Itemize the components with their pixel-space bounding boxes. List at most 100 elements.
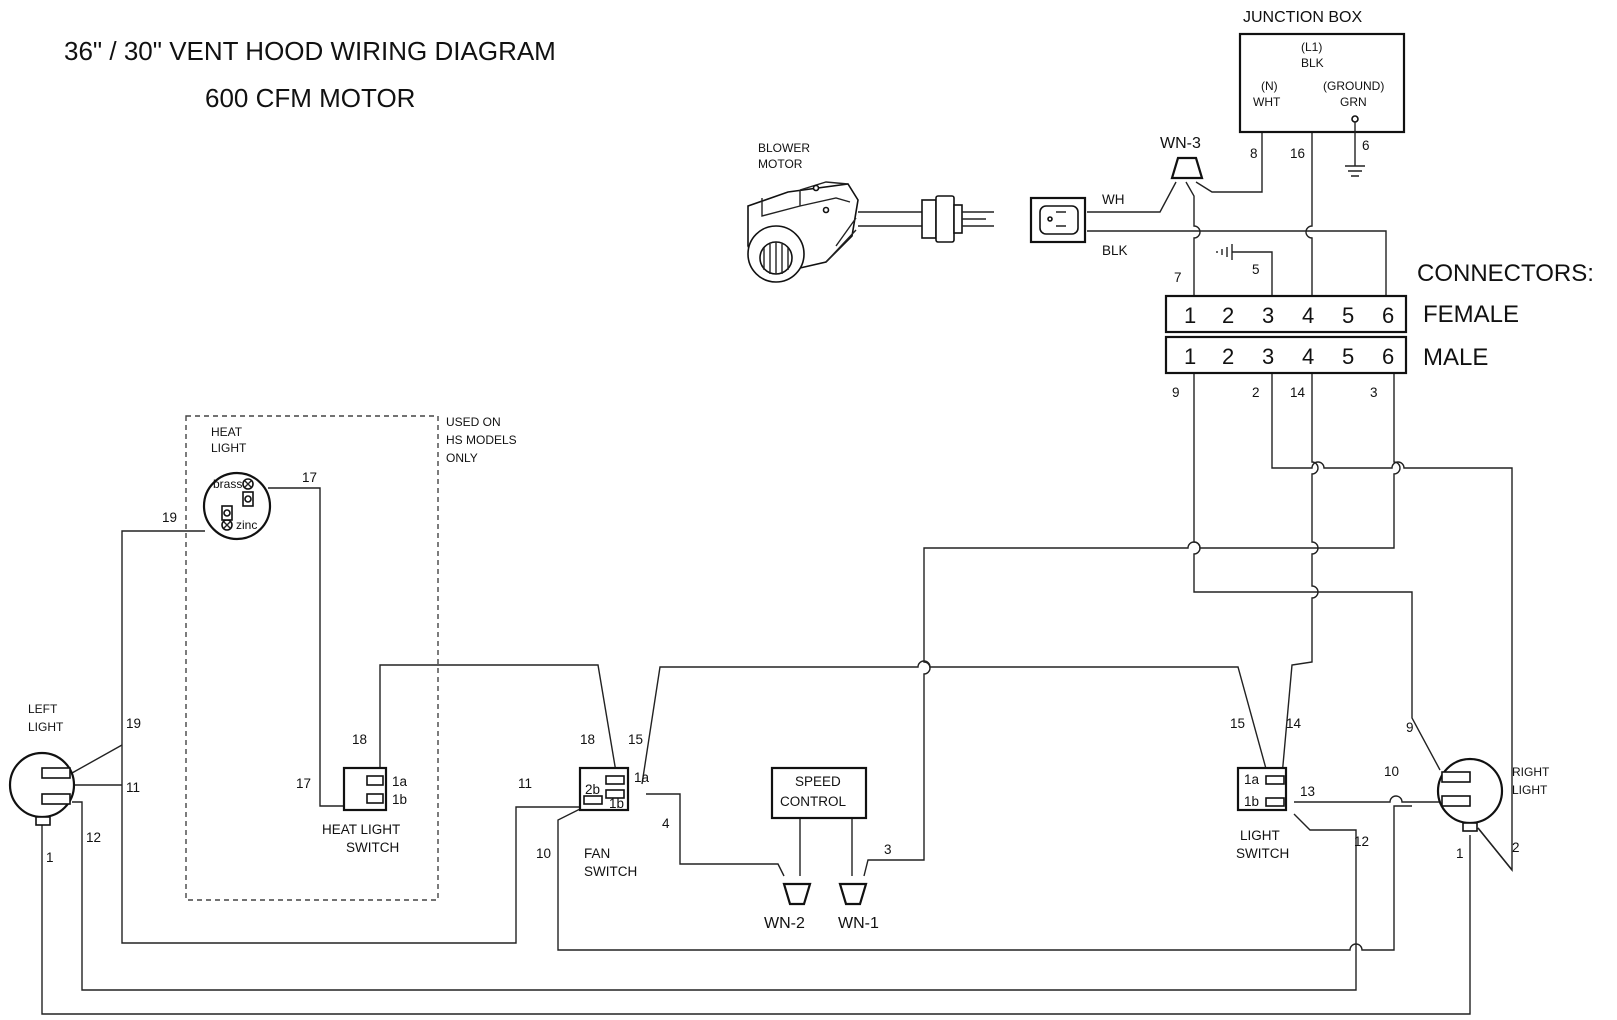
wire-12-left bbox=[72, 801, 1357, 991]
wire-1-right bbox=[1477, 827, 1513, 871]
wire-number: 8 bbox=[1250, 146, 1258, 161]
male-connector bbox=[1164, 335, 1408, 375]
wn2-label: WN-2 bbox=[764, 915, 805, 932]
heat-light-switch: 1a 1b HEAT LIGHT SWITCH bbox=[322, 766, 408, 855]
wire-number: 14 bbox=[1286, 716, 1302, 731]
wire-number: 18 bbox=[580, 732, 595, 747]
wire-1-left bbox=[41, 825, 1471, 1015]
wire-19 bbox=[121, 530, 580, 944]
female-pin: 5 bbox=[1342, 303, 1354, 328]
wire-number: 12 bbox=[1354, 834, 1369, 849]
fan-switch: 2b 1a 1b FAN SWITCH bbox=[578, 766, 650, 879]
wire-10 bbox=[557, 805, 1412, 951]
ls-1b: 1b bbox=[1244, 794, 1259, 809]
fs-label-1: FAN bbox=[584, 846, 610, 861]
wire-nut-icon bbox=[1170, 156, 1204, 180]
wire-4 bbox=[646, 793, 785, 877]
jb-wht: WHT bbox=[1253, 95, 1281, 109]
wire-16 bbox=[1305, 70, 1313, 296]
female-receptacle bbox=[1029, 196, 1087, 244]
male-label: MALE bbox=[1423, 344, 1488, 371]
right-light: RIGHT LIGHT bbox=[1436, 757, 1550, 832]
heat-light-socket-icon bbox=[202, 471, 272, 541]
female-pin: 1 bbox=[1184, 303, 1196, 328]
hls-label-1: HEAT LIGHT bbox=[322, 822, 400, 837]
female-label: FEMALE bbox=[1423, 301, 1519, 328]
motor-cord bbox=[858, 211, 925, 227]
zinc-terminal-label: zinc bbox=[236, 518, 257, 532]
wire-2 bbox=[1271, 372, 1513, 872]
wire-number: 9 bbox=[1172, 385, 1180, 400]
fs-label-2: SWITCH bbox=[584, 864, 637, 879]
ground-symbol-icon bbox=[1345, 165, 1365, 177]
fs-1b: 1b bbox=[609, 796, 624, 811]
wire-number: 5 bbox=[1252, 262, 1260, 277]
wire-numbers: 8 16 6 7 5 9 2 14 3 17 19 19 11 12 1 18 … bbox=[46, 138, 1520, 865]
male-pin: 5 bbox=[1342, 344, 1354, 369]
wire-number: 10 bbox=[1384, 764, 1399, 779]
motor-male-plug bbox=[921, 195, 994, 243]
male-pin: 2 bbox=[1222, 344, 1234, 369]
speed-control: SPEED CONTROL bbox=[770, 766, 868, 820]
wire-number: 17 bbox=[302, 470, 317, 485]
wn1-label: WN-1 bbox=[838, 915, 879, 932]
wire-number: 15 bbox=[1230, 716, 1245, 731]
diagram-title: 36" / 30" VENT HOOD WIRING DIAGRAM bbox=[64, 36, 556, 66]
jb-blk: BLK bbox=[1301, 56, 1324, 70]
wire-number: 2 bbox=[1252, 385, 1260, 400]
speed-control-label-2: CONTROL bbox=[780, 794, 846, 809]
wire-number: 13 bbox=[1300, 784, 1315, 799]
hls-label-2: SWITCH bbox=[346, 840, 399, 855]
blower-label-1: BLOWER bbox=[758, 141, 810, 155]
male-pin: 3 bbox=[1262, 344, 1274, 369]
light-switch: 1a 1b LIGHT SWITCH bbox=[1236, 766, 1289, 861]
wire-18 bbox=[379, 664, 619, 785]
jb-n: (N) bbox=[1261, 79, 1278, 93]
wire-number: 15 bbox=[628, 732, 643, 747]
male-pin: 1 bbox=[1184, 344, 1196, 369]
blower-label-2: MOTOR bbox=[758, 157, 803, 171]
heat-light-note: USED ON HS MODELS ONLY bbox=[446, 415, 517, 465]
wire-nut-wn3: WN-3 bbox=[1160, 135, 1204, 180]
heat-light: HEAT LIGHT brass zinc bbox=[202, 425, 272, 541]
wire-7 bbox=[1185, 181, 1201, 296]
right-light-label-2: LIGHT bbox=[1512, 783, 1548, 797]
wire-8 bbox=[1195, 100, 1263, 193]
plug-wire-blk: BLK bbox=[1102, 243, 1128, 258]
wire-15 bbox=[641, 660, 1269, 785]
junction-box-title: JUNCTION BOX bbox=[1243, 9, 1362, 26]
wn3-label: WN-3 bbox=[1160, 135, 1201, 152]
wire-number: 11 bbox=[126, 780, 140, 795]
wire-number: 17 bbox=[296, 776, 311, 791]
wire-number: 9 bbox=[1406, 720, 1414, 735]
wire-wh bbox=[1087, 181, 1177, 213]
left-light-label-2: LIGHT bbox=[28, 720, 64, 734]
wire-number: 11 bbox=[518, 776, 532, 791]
wire-number: 4 bbox=[662, 816, 670, 831]
wire-number: 19 bbox=[126, 716, 141, 731]
wire-number: 14 bbox=[1290, 385, 1306, 400]
female-pin: 6 bbox=[1382, 303, 1394, 328]
wire-number: 7 bbox=[1174, 270, 1182, 285]
wire-nut-icon bbox=[838, 882, 868, 906]
chassis-ground-icon bbox=[1216, 244, 1233, 260]
plug-wire-wh: WH bbox=[1102, 192, 1125, 207]
brass-terminal-label: brass bbox=[213, 477, 242, 491]
hls-1a: 1a bbox=[392, 774, 408, 789]
wire-number: 3 bbox=[1370, 385, 1378, 400]
wire-3 bbox=[863, 372, 1401, 877]
wire-nut-wn2: WN-2 bbox=[764, 882, 812, 932]
speed-control-label-1: SPEED bbox=[795, 774, 841, 789]
wire-17 bbox=[268, 487, 354, 807]
blower-motor: BLOWER MOTOR bbox=[747, 141, 859, 283]
male-pin: 6 bbox=[1382, 344, 1394, 369]
ls-1a: 1a bbox=[1244, 772, 1260, 787]
fs-1a: 1a bbox=[634, 770, 650, 785]
jb-ground: (GROUND) bbox=[1323, 79, 1384, 93]
connectors: CONNECTORS: FEMALE MALE 1 2 3 4 5 6 1 2 … bbox=[1164, 260, 1594, 375]
connectors-title: CONNECTORS: bbox=[1417, 260, 1594, 287]
female-pin: 2 bbox=[1222, 303, 1234, 328]
light-socket-icon bbox=[1436, 757, 1504, 825]
jb-grn: GRN bbox=[1340, 95, 1367, 109]
